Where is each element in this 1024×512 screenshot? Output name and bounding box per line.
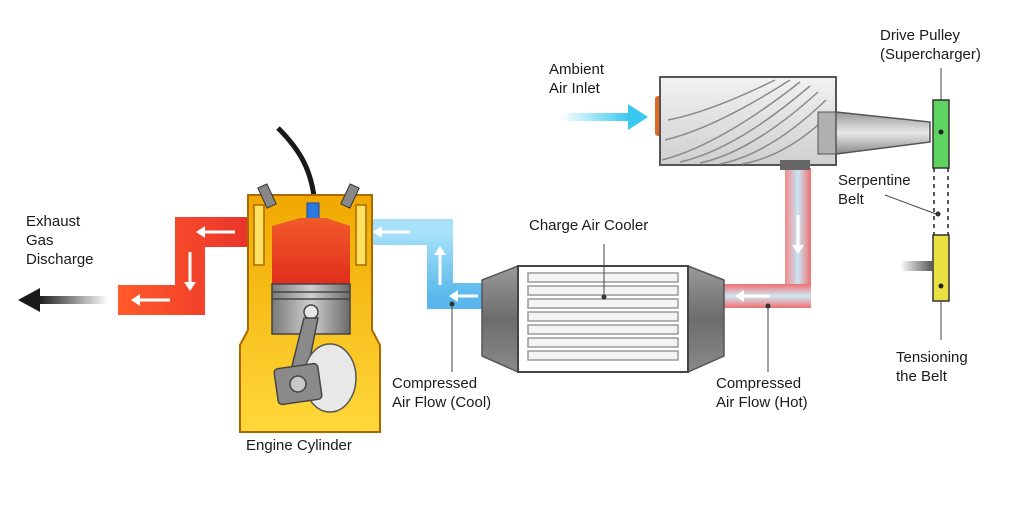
engine-cylinder-label: Engine Cylinder xyxy=(246,436,352,455)
ambient-air-line-2: Air Inlet xyxy=(549,80,600,97)
charge-air-cooler xyxy=(481,264,725,374)
compressed-hot-label: Compressed Air Flow (Hot) xyxy=(716,374,808,412)
exhaust-exit-arrow xyxy=(18,288,108,312)
compressed-hot-line-1: Compressed xyxy=(716,375,802,392)
ambient-air-arrow xyxy=(560,104,648,130)
charge-air-cooler-label-text: Charge Air Cooler xyxy=(529,217,649,234)
tensioner-pulley xyxy=(900,234,950,302)
charge-air-cooler-label: Charge Air Cooler xyxy=(529,216,648,235)
exhaust-label-line-1: Exhaust xyxy=(26,213,81,230)
serpentine-belt-line-2: Belt xyxy=(838,191,864,208)
drive-pulley-line-1: Drive Pulley xyxy=(880,27,961,44)
compressed-cool-line-1: Compressed xyxy=(392,375,478,392)
drive-pulley-line-2: (Supercharger) xyxy=(880,46,981,63)
exhaust-label-line-2: Gas xyxy=(26,232,54,249)
compressed-hot-line-2: Air Flow (Hot) xyxy=(716,394,808,411)
serpentine-belt xyxy=(933,168,949,235)
exhaust-label-line-3: Discharge xyxy=(26,251,94,268)
tensioning-line-1: Tensioning xyxy=(896,349,968,366)
exhaust-pipe xyxy=(118,217,258,315)
tensioning-line-2: the Belt xyxy=(896,368,947,385)
serpentine-belt-label: Serpentine Belt xyxy=(838,171,911,209)
drive-pulley xyxy=(932,99,950,169)
ambient-air-label: Ambient Air Inlet xyxy=(549,60,604,98)
supercharger xyxy=(655,76,931,170)
hot-air-pipe xyxy=(724,168,811,308)
exhaust-label: Exhaust Gas Discharge xyxy=(26,212,94,269)
leader-lines xyxy=(449,68,942,372)
serpentine-belt-line-1: Serpentine xyxy=(838,172,911,189)
cool-air-pipe xyxy=(360,219,482,309)
compressed-cool-line-2: Air Flow (Cool) xyxy=(392,394,492,411)
ambient-air-line-1: Ambient xyxy=(549,61,605,78)
engine-cylinder-label-text: Engine Cylinder xyxy=(246,437,352,454)
engine-cylinder xyxy=(239,126,381,433)
tensioning-label: Tensioning the Belt xyxy=(896,348,968,386)
drive-pulley-label: Drive Pulley (Supercharger) xyxy=(880,26,981,64)
compressed-cool-label: Compressed Air Flow (Cool) xyxy=(392,374,491,412)
